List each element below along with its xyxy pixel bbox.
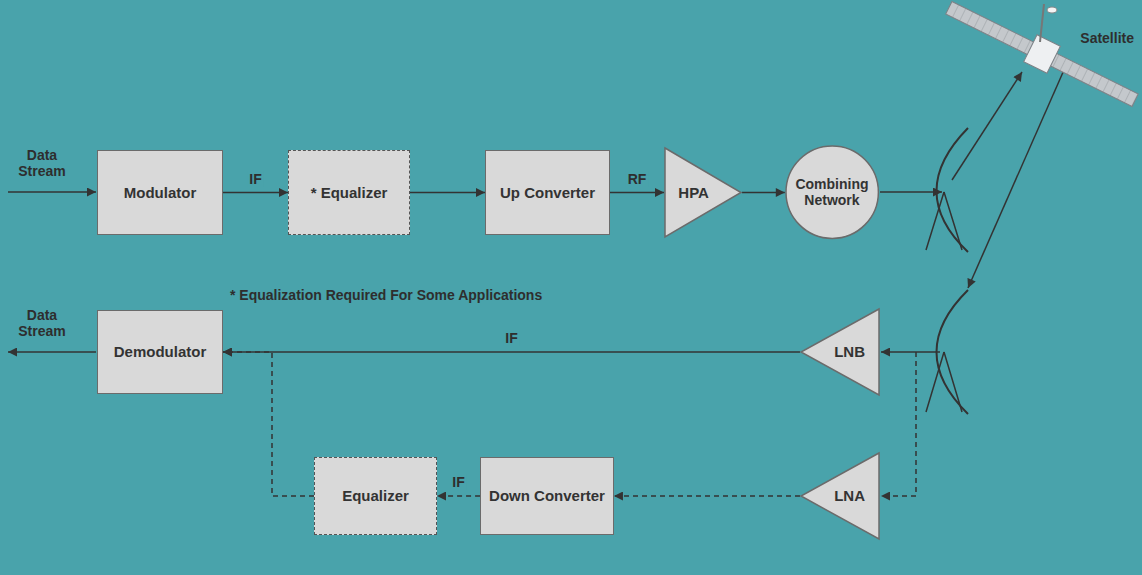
process-box: Modulator	[97, 150, 223, 235]
uplink-arrow	[952, 72, 1022, 180]
signal-connector	[223, 351, 800, 353]
amplifier-triangle: HPA	[664, 147, 742, 238]
rx-feed-arrow	[881, 351, 940, 353]
signal-label: IF	[450, 474, 466, 490]
feed-arrow	[880, 191, 942, 193]
satellite-mast	[1040, 4, 1044, 42]
downlink-dish	[937, 290, 969, 414]
triangle-outline	[801, 453, 879, 539]
process-box: Up Converter	[485, 150, 610, 235]
downlink-arrow	[968, 70, 1064, 288]
satellite-antenna	[1047, 7, 1057, 13]
signal-label: IF	[503, 330, 519, 346]
amplifier-triangle: LNA	[800, 452, 880, 540]
signal-connector	[223, 192, 288, 194]
note-text: * Equalization Required For Some Applica…	[230, 287, 542, 303]
solar-panel	[946, 1, 1139, 106]
node-text: Modulator	[124, 184, 197, 201]
signal-label: Data Stream	[10, 147, 74, 179]
node-text: LNA	[834, 487, 865, 504]
amplifier-triangle: LNB	[800, 308, 880, 396]
signal-label: RF	[626, 171, 649, 187]
node-text: HPA	[678, 184, 709, 201]
dish-mount	[926, 352, 962, 412]
optional-box: * Equalizer	[288, 150, 410, 235]
node-text: Equalizer	[342, 487, 409, 504]
signal-label: IF	[247, 171, 263, 187]
signal-connector	[223, 352, 314, 496]
node-text: Up Converter	[500, 184, 595, 201]
satellite-body	[1024, 35, 1061, 73]
node-text: Demodulator	[114, 343, 207, 360]
signal-label: Data Stream	[10, 307, 74, 339]
satellite-label: Satellite	[1080, 30, 1134, 46]
signal-connector	[437, 495, 480, 497]
combiner-circle: Combining Network	[785, 145, 879, 239]
triangle-outline	[665, 148, 741, 237]
process-box: Down Converter	[480, 457, 614, 535]
uplink-dish	[937, 128, 969, 252]
data-stream-in-arrow	[8, 191, 96, 193]
satellite-illustration	[942, 0, 1142, 114]
process-box: Demodulator	[97, 310, 223, 394]
circle-outline	[786, 146, 878, 238]
dish-mount	[926, 192, 962, 250]
data-stream-out-arrow	[8, 351, 96, 353]
signal-connector	[614, 495, 800, 497]
signal-connector	[742, 192, 785, 194]
signal-connector	[610, 192, 664, 194]
optional-box: Equalizer	[314, 457, 437, 535]
rx-alt-feed-arrow	[881, 352, 916, 496]
node-text: Down Converter	[489, 487, 605, 504]
node-text: LNB	[834, 343, 865, 360]
node-text: Combining Network	[793, 176, 871, 208]
signal-connector	[410, 192, 485, 194]
triangle-outline	[801, 309, 879, 395]
node-text: * Equalizer	[311, 184, 388, 201]
